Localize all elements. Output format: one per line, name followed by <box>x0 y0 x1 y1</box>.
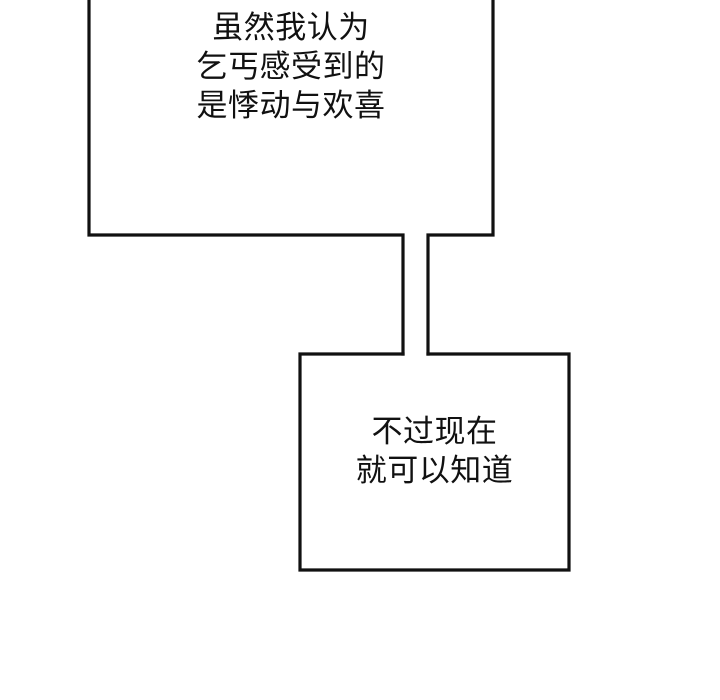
upper-bubble-left-outline <box>87 0 405 356</box>
upper-bubble-right-outline-and-tail <box>426 0 495 356</box>
upper-bubble-text: 虽然我认为 乞丐感受到的 是悸动与欢喜 <box>196 10 386 124</box>
lower-bubble-text: 不过现在 就可以知道 <box>355 414 514 489</box>
lower-bubble-outline <box>298 352 571 572</box>
